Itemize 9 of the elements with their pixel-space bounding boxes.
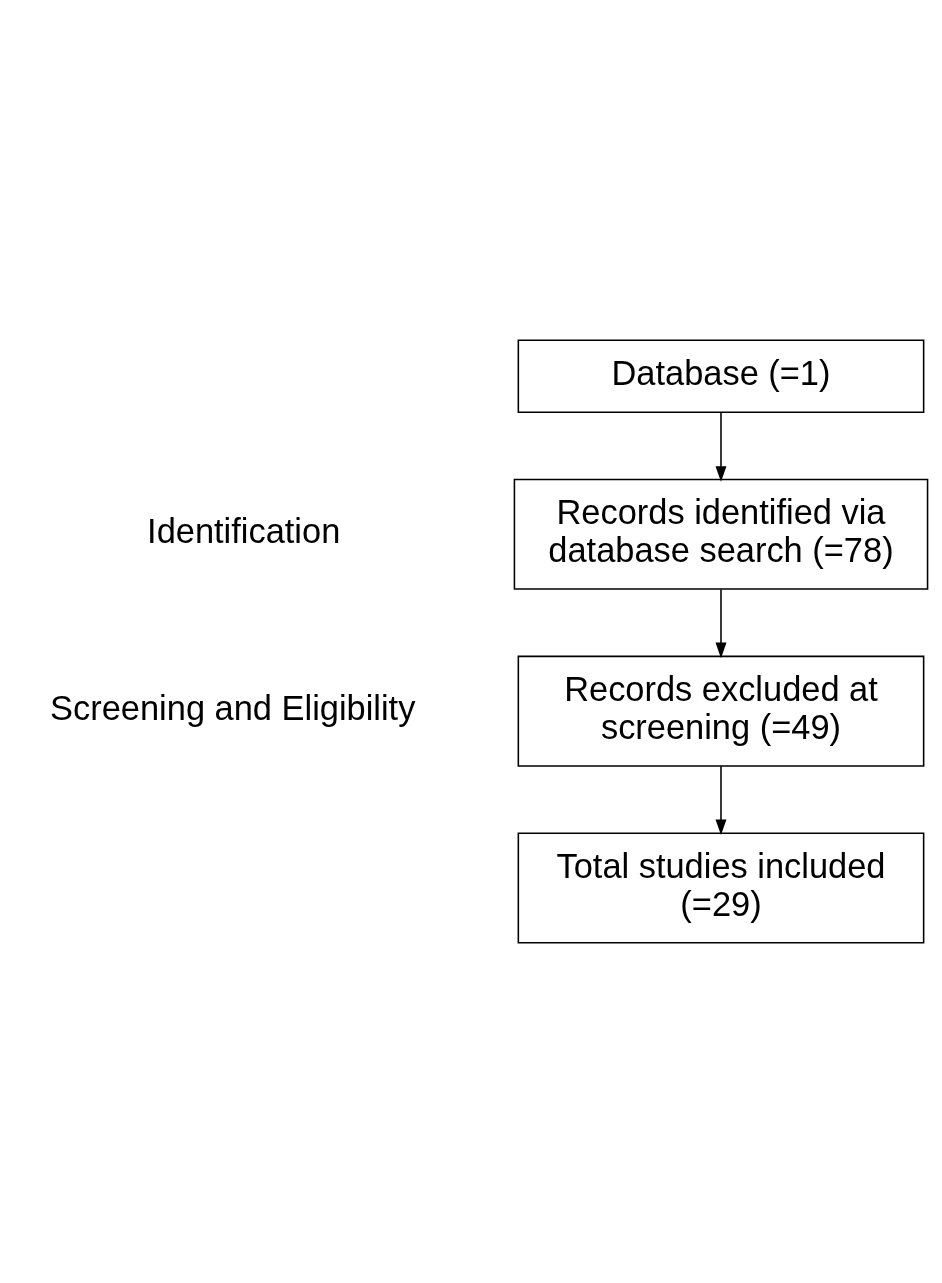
node-box: Records excluded at screening (=49) (517, 655, 925, 767)
arrow (715, 588, 727, 659)
node-box: Database (=1) (517, 339, 925, 413)
label: Screening and Eligibility (50, 688, 416, 727)
arrow (715, 412, 727, 482)
node-box: Records identified via database search (=78) (513, 478, 929, 590)
arrow (715, 765, 727, 836)
node-box: Total studies included (=29) (517, 832, 925, 944)
label: Identification (147, 512, 341, 551)
